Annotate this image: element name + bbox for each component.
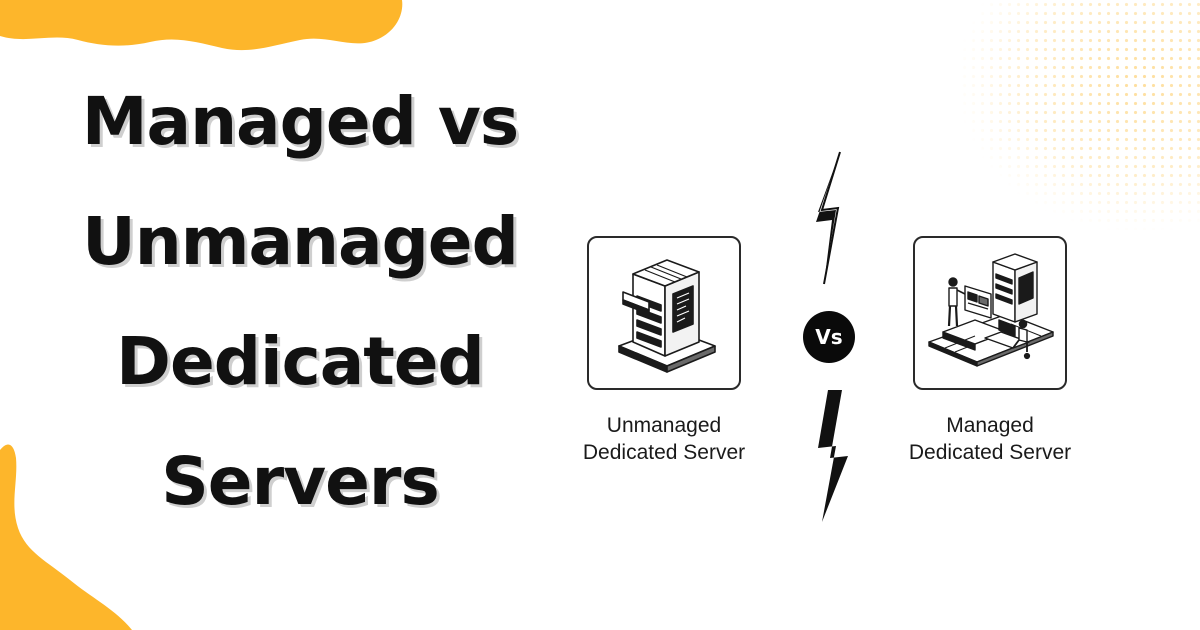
unmanaged-server-card	[587, 236, 741, 390]
page-title: Managed vs Unmanaged Dedicated Servers	[20, 62, 580, 542]
title-line-1: Managed vs	[81, 83, 519, 160]
vs-badge: Vs	[803, 311, 855, 363]
lightning-bolt-bottom-icon	[818, 390, 848, 522]
title-line-2: Unmanaged	[82, 203, 519, 280]
title-line-4: Servers	[161, 443, 439, 520]
unmanaged-caption: Unmanaged Dedicated Server	[534, 412, 794, 466]
managed-caption-line-2: Dedicated Server	[908, 441, 1072, 464]
bottom-left-blob	[0, 444, 132, 630]
managed-team-icon	[928, 253, 1054, 367]
unmanaged-caption-line-2: Dedicated Server	[582, 441, 746, 464]
managed-caption: Managed Dedicated Server	[860, 412, 1120, 466]
unmanaged-caption-line-1: Unmanaged	[606, 414, 722, 437]
top-left-blob	[0, 0, 403, 51]
managed-caption-line-1: Managed	[946, 414, 1034, 437]
server-rack-icon	[618, 259, 716, 373]
dot-pattern	[960, 0, 1200, 230]
title-line-3: Dedicated	[116, 323, 485, 400]
lightning-bolt-top-icon	[816, 151, 841, 285]
managed-server-card	[913, 236, 1067, 390]
